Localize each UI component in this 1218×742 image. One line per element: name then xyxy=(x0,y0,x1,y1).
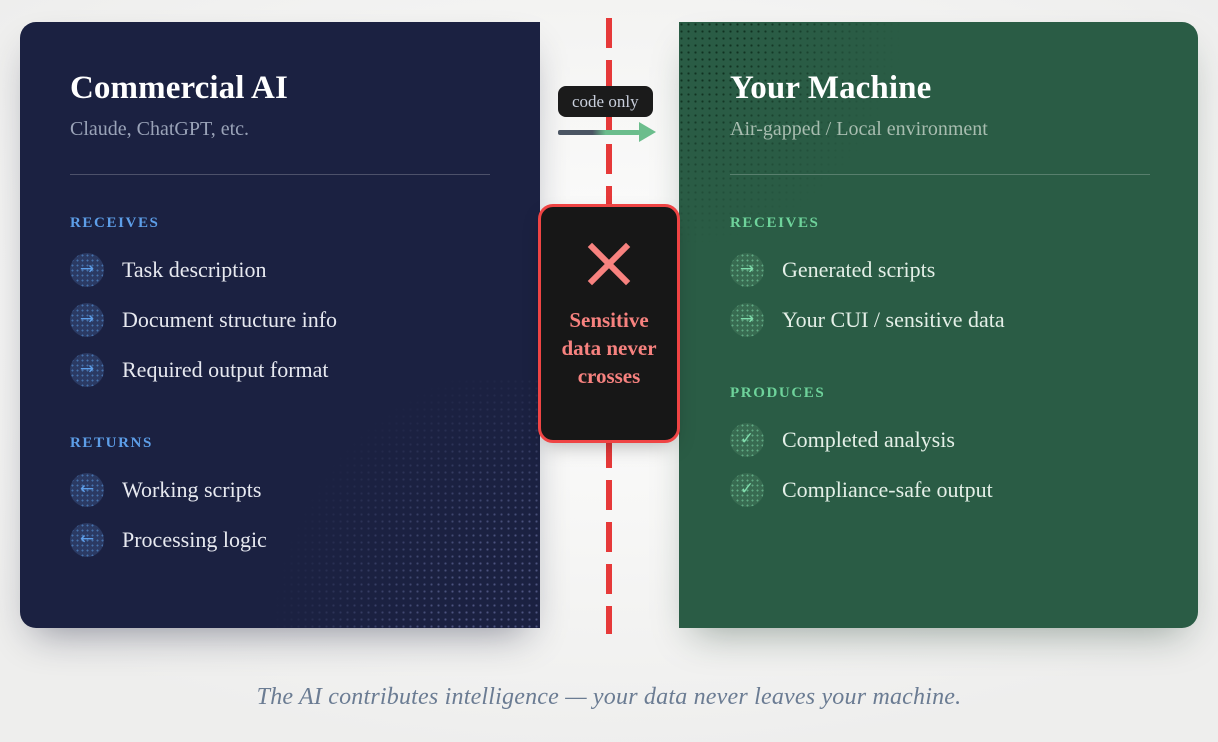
list-item: → Required output format xyxy=(70,345,490,395)
check-icon: ✓ xyxy=(730,472,764,507)
list-item: ← Processing logic xyxy=(70,515,490,565)
arrow-right-flow-icon xyxy=(558,122,658,142)
card-divider xyxy=(70,173,490,175)
flow-bar xyxy=(558,129,640,135)
sensitive-data-blocker: Sensitive data never crosses xyxy=(538,204,680,443)
card-divider xyxy=(730,173,1150,175)
list-item: → Your CUI / sensitive data xyxy=(730,295,1148,345)
section-label-produces-right: PRODUCES xyxy=(730,384,826,401)
list-item: ✓ Compliance-safe output xyxy=(730,465,1148,515)
arrow-right-icon: → xyxy=(70,252,104,287)
your-machine-card: Your Machine Air-gapped / Local environm… xyxy=(679,22,1198,628)
list-item-label: Completed analysis xyxy=(782,426,955,452)
check-icon: ✓ xyxy=(730,422,764,457)
section-label-receives-left: RECEIVES xyxy=(70,214,160,231)
list-item-label: Compliance-safe output xyxy=(782,476,993,502)
card-title-your-machine: Your Machine xyxy=(730,70,932,106)
arrow-right-icon: → xyxy=(730,252,764,287)
list-item-label: Document structure info xyxy=(122,306,338,332)
section-label-returns-left: RETURNS xyxy=(70,434,153,451)
list-item-label: Working scripts xyxy=(122,476,262,502)
arrow-right-icon: → xyxy=(730,302,764,337)
list-item: ✓ Completed analysis xyxy=(730,415,1148,465)
list-item: ← Working scripts xyxy=(70,465,490,515)
list-item: → Generated scripts xyxy=(730,245,1148,295)
card-subtitle-commercial-ai: Claude, ChatGPT, etc. xyxy=(70,117,250,140)
list-item-label: Generated scripts xyxy=(782,256,936,282)
arrow-right-icon: → xyxy=(70,302,104,337)
list-item: → Document structure info xyxy=(70,295,490,345)
arrow-left-icon: ← xyxy=(70,522,104,557)
diagram-caption: The AI contributes intelligence — your d… xyxy=(256,684,962,710)
list-item-label: Task description xyxy=(122,256,267,282)
arrow-right-icon: → xyxy=(70,352,104,387)
card-title-commercial-ai: Commercial AI xyxy=(70,70,288,106)
arrow-left-icon: ← xyxy=(70,472,104,507)
section-label-receives-right: RECEIVES xyxy=(730,214,820,231)
card-subtitle-your-machine: Air-gapped / Local environment xyxy=(730,117,988,140)
commercial-ai-card: Commercial AI Claude, ChatGPT, etc. RECE… xyxy=(20,22,540,628)
blocker-text: Sensitive data never crosses xyxy=(561,308,657,388)
list-item-label: Processing logic xyxy=(122,526,267,552)
flow-arrowhead xyxy=(639,122,656,142)
list-item-label: Your CUI / sensitive data xyxy=(782,306,1005,332)
code-only-badge: code only xyxy=(558,86,653,117)
list-item: → Task description xyxy=(70,245,490,295)
list-item-label: Required output format xyxy=(122,356,329,382)
x-cross-icon xyxy=(587,242,631,286)
